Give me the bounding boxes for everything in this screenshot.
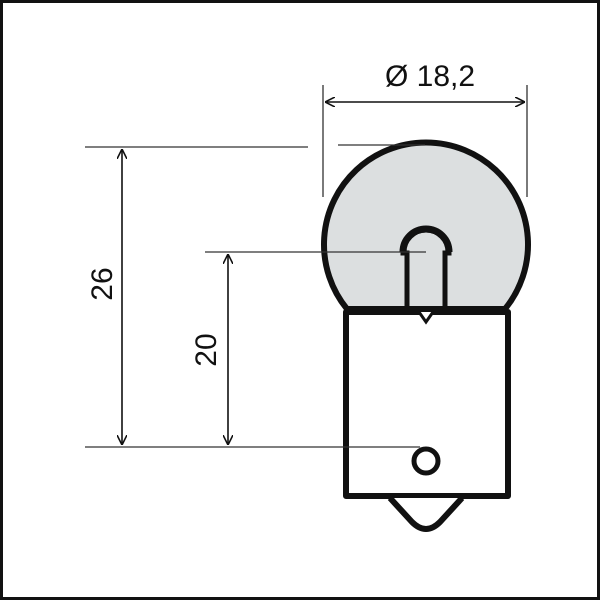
diameter-label: Ø 18,2: [385, 60, 475, 93]
height-26-label: 26: [86, 267, 119, 300]
filament-arch: [399, 225, 453, 253]
dimension-lines: [85, 85, 528, 448]
bulb-drawing: [321, 139, 531, 532]
bayonet-pin: [411, 446, 441, 476]
base-joint-notch: [417, 311, 435, 325]
height-20-label: 20: [190, 333, 223, 366]
contact-tip: [387, 495, 465, 532]
